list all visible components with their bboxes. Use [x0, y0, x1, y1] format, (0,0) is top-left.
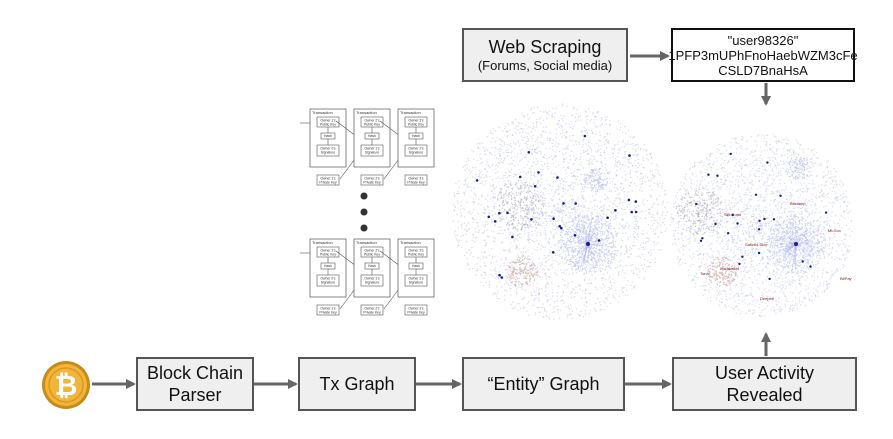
parser-line-2: Parser [168, 385, 222, 405]
tx-signature: Signature [321, 151, 336, 155]
revealed-entity-label: BitPay [840, 276, 852, 281]
user-address-box: "user98326" 1PFP3mUPhFnoHaebWZM3cFe CSLD… [668, 28, 858, 82]
tx-title: Transaction [312, 240, 333, 245]
revealed-entity-label: Mt.Gox [828, 228, 841, 233]
tx-signature: Signature [365, 281, 380, 285]
tx-private-key: Owner 1's [320, 177, 335, 181]
tx-private-key: Owner 3's [408, 307, 423, 311]
user-activity-box: User Activity Revealed [672, 357, 857, 411]
tx-graph-box: Tx Graph [298, 357, 416, 411]
tx-hash: Hash [324, 134, 332, 138]
address-line-2: CSLD7BnaHsA [718, 62, 808, 78]
tx-signature: Owner 2's [408, 147, 423, 151]
address-user-name: "user98326" [727, 32, 799, 48]
revealed-entity-label: Instawallet [720, 266, 740, 271]
tx-private-key: Private Key [407, 311, 425, 315]
tx-signature: Owner 1's [364, 147, 379, 151]
address-line-1: 1PFP3mUPhFnoHaebWZM3cFe [668, 47, 858, 63]
tx-public-key: Public Key [320, 123, 336, 127]
tx-hash: Hash [368, 264, 376, 268]
tx-private-key: Owner 2's [364, 307, 379, 311]
tx-signature: Signature [409, 151, 424, 155]
tx-signature: Signature [365, 151, 380, 155]
tx-private-key: Private Key [363, 181, 381, 185]
tx-signature: Owner 1's [364, 277, 379, 281]
tx-public-key: Owner 3's [408, 249, 423, 253]
tx-public-key: Owner 2's [364, 249, 379, 253]
block-chain-parser-box: Block Chain Parser [136, 357, 254, 411]
tx-signature: Signature [321, 281, 336, 285]
tx-hash: Hash [412, 264, 420, 268]
tx-title: Transaction [312, 110, 333, 115]
tx-public-key: Public Key [408, 253, 424, 257]
entity-graph-visualization [452, 103, 669, 321]
tx-hash: Hash [368, 134, 376, 138]
tx-hash: Hash [412, 134, 420, 138]
tx-graph-label: Tx Graph [319, 374, 395, 394]
svg-text:₿: ₿ [55, 370, 78, 401]
web-scraping-title: Web Scraping [488, 37, 602, 57]
tx-title: Transaction [400, 110, 421, 115]
tx-signature: Owner 0's [320, 147, 335, 151]
tx-private-key: Private Key [363, 311, 381, 315]
tx-title: Transaction [356, 110, 377, 115]
web-scraping-subtitle: (Forums, Social media) [477, 58, 613, 73]
tx-signature: Owner 0's [320, 277, 335, 281]
tx-public-key: Owner 2's [364, 119, 379, 123]
tx-signature: Owner 2's [408, 277, 423, 281]
tx-public-key: Owner 1's [320, 249, 335, 253]
vertical-ellipsis-icon [360, 192, 368, 232]
user-activity-graph-visualization: Instawallet Satoshi Dice Silk RoadMt.GoxTo… [669, 133, 853, 317]
entity-graph-label: “Entity” Graph [487, 374, 600, 394]
user-activity-line-1: User Activity [714, 363, 815, 383]
revealed-entity-label: Deepbit [760, 296, 775, 301]
revealed-entity-label: Satoshi Dice [745, 242, 768, 247]
revealed-entity-label: Silk Road [724, 212, 741, 217]
tx-public-key: Public Key [364, 253, 380, 257]
tx-private-key: Owner 3's [408, 177, 423, 181]
tx-signature: Signature [409, 281, 424, 285]
entity-graph-box: “Entity” Graph [462, 357, 625, 411]
bitcoin-coin-icon: ₿ [42, 361, 90, 409]
tx-private-key: Private Key [319, 181, 337, 185]
revealed-entity-label: Tonal [700, 271, 710, 276]
tx-public-key: Owner 3's [408, 119, 423, 123]
tx-private-key: Owner 2's [364, 177, 379, 181]
tx-public-key: Public Key [364, 123, 380, 127]
tx-public-key: Public Key [408, 123, 424, 127]
tx-private-key: Owner 1's [320, 307, 335, 311]
parser-line-1: Block Chain [146, 363, 244, 383]
tx-private-key: Private Key [407, 181, 425, 185]
tx-private-key: Private Key [319, 311, 337, 315]
tx-public-key: Owner 1's [320, 119, 335, 123]
revealed-entity-label: Bitstamp [790, 201, 806, 206]
tx-hash: Hash [324, 264, 332, 268]
web-scraping-box: Web Scraping (Forums, Social media) [462, 28, 628, 82]
tx-title: Transaction [400, 240, 421, 245]
user-activity-line-2: Revealed [726, 385, 803, 405]
tx-public-key: Public Key [320, 253, 336, 257]
tx-title: Transaction [356, 240, 377, 245]
